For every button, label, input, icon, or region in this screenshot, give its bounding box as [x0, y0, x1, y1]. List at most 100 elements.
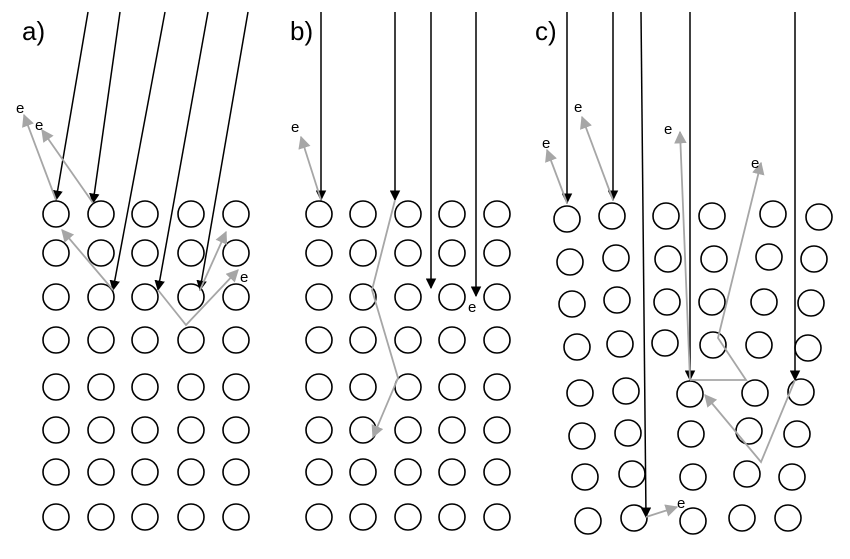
atom-circle [394, 200, 422, 228]
atom-circle [606, 330, 634, 358]
atom-circle [571, 463, 599, 491]
atom-circle [42, 373, 70, 401]
atom-circle [483, 200, 511, 228]
atom-circle [42, 200, 70, 228]
atom-circle [394, 239, 422, 267]
crystal-lattice-a [42, 200, 250, 531]
atom-circle [805, 203, 833, 231]
incident-beams-b [315, 12, 482, 298]
atom-circle [349, 283, 377, 311]
atom-circle [222, 200, 250, 228]
atom-circle [349, 458, 377, 486]
atom-circle [620, 504, 648, 532]
atom-circle [556, 248, 584, 276]
electron-label: e [35, 117, 43, 134]
electron-label: e [677, 495, 685, 512]
incident-beam [52, 11, 89, 202]
atom-circle [349, 373, 377, 401]
atom-circle [177, 373, 205, 401]
atom-circle [394, 458, 422, 486]
atom-circle [728, 504, 756, 532]
incident-beams-c [561, 11, 801, 519]
atom-circle [394, 503, 422, 531]
scattered-electron [645, 504, 679, 518]
atom-circle [305, 239, 333, 267]
scattered-electron [704, 379, 796, 464]
atom-circle [177, 458, 205, 486]
atom-circle [42, 503, 70, 531]
atom-circle [598, 202, 626, 230]
atom-circle [698, 202, 726, 230]
backscattered-electron [298, 135, 322, 201]
atom-circle [614, 419, 642, 447]
atom-circle [676, 380, 704, 408]
atom-circle [618, 460, 646, 488]
atom-circle [87, 200, 115, 228]
atom-circle [131, 416, 159, 444]
electron-label: e [751, 155, 759, 172]
atom-circle [652, 202, 680, 230]
atom-circle [483, 458, 511, 486]
atom-circle [131, 503, 159, 531]
atom-circle [42, 458, 70, 486]
atom-circle [177, 503, 205, 531]
electron-label: e [574, 99, 582, 116]
atom-circle [394, 326, 422, 354]
atom-circle [222, 239, 250, 267]
atom-circle [131, 239, 159, 267]
electron-label: e [291, 119, 299, 136]
atom-circle [483, 239, 511, 267]
atom-circle [679, 507, 707, 535]
atom-circle [800, 245, 828, 273]
atom-circle [483, 326, 511, 354]
electron-label: e [664, 121, 672, 138]
atom-circle [131, 458, 159, 486]
atom-circle [653, 288, 681, 316]
atom-circle [131, 283, 159, 311]
incident-beam [109, 11, 166, 292]
atom-circle [87, 416, 115, 444]
scattered-trajectories-c [545, 115, 796, 518]
atom-circle [42, 283, 70, 311]
atom-circle [222, 503, 250, 531]
atom-circle [700, 245, 728, 273]
atom-circle [553, 205, 581, 233]
atom-circle [222, 458, 250, 486]
crystal-lattice-b [305, 200, 511, 531]
atom-circle [787, 378, 815, 406]
atom-circle [131, 200, 159, 228]
atom-circle [558, 290, 586, 318]
electron-label: e [16, 100, 24, 117]
backscattered-electron [580, 115, 614, 201]
atom-circle [222, 326, 250, 354]
atom-circle [222, 373, 250, 401]
atom-circle [774, 504, 802, 532]
atom-circle [42, 326, 70, 354]
atom-circle [733, 460, 761, 488]
atom-circle [305, 416, 333, 444]
atom-circle [783, 420, 811, 448]
scattered-electron [61, 229, 114, 291]
atom-circle [438, 239, 466, 267]
atom-circle [483, 503, 511, 531]
atom-circle [654, 245, 682, 273]
atom-circle [750, 288, 778, 316]
backscattered-electron [674, 130, 691, 381]
scattered-trajectories-a [22, 113, 239, 327]
atom-circle [603, 286, 631, 314]
atom-circle [698, 288, 726, 316]
atom-circle [438, 416, 466, 444]
atom-circle [305, 503, 333, 531]
atom-circle [87, 239, 115, 267]
atom-circle [177, 200, 205, 228]
atom-circle [177, 239, 205, 267]
electron-label: e [542, 135, 550, 152]
scattered-electron [199, 230, 228, 291]
atom-circle [735, 417, 763, 445]
atom-circle [349, 239, 377, 267]
incident-beam [196, 11, 249, 292]
atom-circle [438, 200, 466, 228]
atom-circle [566, 379, 594, 407]
atom-circle [679, 463, 707, 491]
